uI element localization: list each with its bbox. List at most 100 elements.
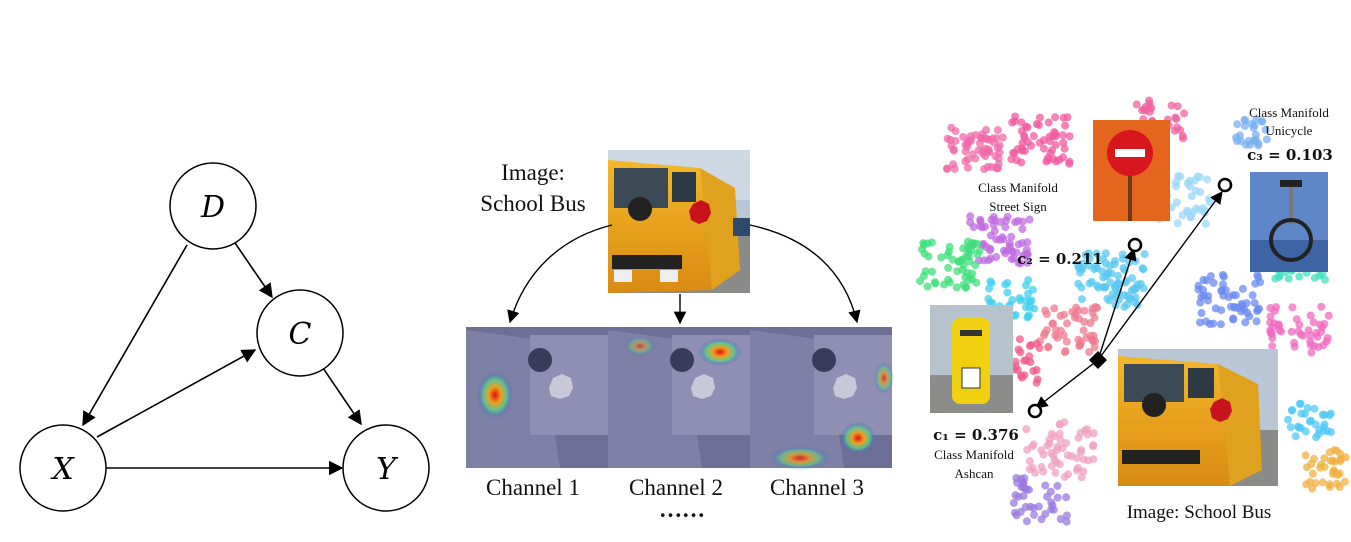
- stop-sign-icon: [689, 200, 711, 224]
- ashcan-photo: [930, 305, 1013, 413]
- embedding-point: [1196, 318, 1204, 327]
- embedding-point: [1027, 341, 1036, 350]
- embedding-point: [1250, 299, 1259, 307]
- embedding-point: [1088, 335, 1097, 344]
- embedding-point: [1237, 300, 1246, 308]
- embedding-point: [1063, 319, 1071, 328]
- embedding-point: [1035, 113, 1044, 122]
- ashcan-coef: c₁ = 0.376: [933, 426, 1019, 444]
- street-sign-coef: c₂ = 0.211: [1017, 250, 1103, 268]
- embedding-point: [1032, 365, 1041, 374]
- embedding-point: [1102, 272, 1111, 281]
- embedding-point: [1118, 250, 1127, 259]
- embedding-point: [1206, 272, 1215, 281]
- embedding-point: [984, 145, 993, 154]
- embedding-point: [1290, 342, 1299, 351]
- embedding-point: [1011, 112, 1020, 121]
- embedding-point: [1312, 433, 1321, 442]
- embedding-point: [1294, 423, 1303, 432]
- embedding-point: [1049, 155, 1058, 164]
- embedding-point: [1308, 469, 1317, 478]
- embedding-point: [1232, 137, 1241, 146]
- embedding-point: [1311, 479, 1320, 487]
- embedding-point: [1074, 264, 1083, 272]
- embedding-point: [1051, 113, 1060, 122]
- embedding-point: [1085, 348, 1094, 356]
- embedding-point: [1125, 295, 1134, 304]
- embedding-point: [1196, 173, 1204, 181]
- ashcan-label-1: Class Manifold: [934, 447, 1014, 462]
- embedding-point: [1090, 343, 1099, 351]
- unicycle-photo: [1250, 172, 1328, 272]
- node-d: [169, 162, 257, 250]
- embedding-point: [1041, 306, 1050, 315]
- embedding-point: [981, 222, 990, 231]
- embedding-point: [1039, 467, 1048, 476]
- embedding-point: [1011, 311, 1020, 319]
- embedding-point: [1325, 480, 1334, 489]
- embedding-point: [945, 278, 954, 287]
- embedding-point: [1062, 517, 1071, 526]
- embedding-point: [998, 233, 1007, 242]
- embedding-point: [1302, 480, 1311, 489]
- embedding-point: [1042, 326, 1051, 335]
- embedding-point: [947, 123, 956, 132]
- embedding-point: [1029, 504, 1038, 512]
- embedding-point: [1330, 446, 1339, 455]
- embedding-point: [1018, 373, 1027, 382]
- embedding-point: [1211, 304, 1220, 313]
- embedding-point: [1023, 258, 1032, 267]
- embedding-point: [1089, 429, 1098, 438]
- embedding-point: [1025, 311, 1033, 320]
- embedding-point: [1039, 450, 1048, 459]
- unicycle-label-2: Unicycle: [1266, 123, 1313, 138]
- embedding-point: [1233, 120, 1242, 129]
- node-d-label: D: [200, 190, 225, 225]
- embedding-point: [943, 164, 952, 173]
- embedding-point: [1086, 319, 1095, 327]
- embedding-point: [1178, 211, 1187, 220]
- embedding-point: [1028, 285, 1037, 294]
- embedding-point: [1079, 455, 1088, 464]
- embedding-point: [1012, 511, 1021, 520]
- embedding-point: [1256, 278, 1265, 287]
- embedding-point: [1007, 255, 1016, 264]
- embedding-point: [1268, 323, 1277, 332]
- embedding-point: [1049, 319, 1057, 328]
- embedding-point: [931, 279, 940, 288]
- embedding-point: [1295, 272, 1304, 281]
- embedding-point: [1027, 296, 1036, 305]
- embedding-point: [1301, 427, 1310, 436]
- embedding-point: [945, 242, 954, 251]
- embedding-point: [952, 283, 961, 292]
- embedding-point: [1022, 517, 1031, 526]
- street-sign-label-2: Street Sign: [989, 199, 1047, 214]
- embedding-point: [1303, 463, 1311, 472]
- embedding-point: [1044, 342, 1053, 351]
- embedding-point: [1244, 136, 1253, 145]
- embedding-point: [1335, 483, 1344, 491]
- edge-d-c: [232, 239, 273, 299]
- embedding-point: [1017, 118, 1026, 127]
- embedding-point: [1197, 309, 1206, 317]
- embedding-point: [958, 266, 967, 274]
- embedding-point: [1076, 448, 1085, 457]
- embedding-point: [1020, 133, 1029, 142]
- embedding-point: [1171, 113, 1180, 122]
- embedding-point: [1023, 238, 1032, 247]
- embedding-point: [1083, 430, 1092, 439]
- embedding-point: [1287, 327, 1296, 336]
- image-caption-line2: School Bus: [480, 191, 585, 216]
- embedding-point: [961, 283, 970, 292]
- embedding-point: [949, 145, 958, 154]
- embedding-point: [1037, 515, 1046, 524]
- ellipsis: ……: [659, 497, 705, 522]
- embedding-point: [1012, 156, 1021, 165]
- embedding-point: [1042, 157, 1051, 166]
- embedding-point: [1044, 118, 1053, 127]
- embedding-point: [916, 277, 925, 286]
- embedding-point: [1219, 272, 1228, 281]
- embedding-point: [1051, 140, 1060, 149]
- embedding-point: [1001, 249, 1010, 258]
